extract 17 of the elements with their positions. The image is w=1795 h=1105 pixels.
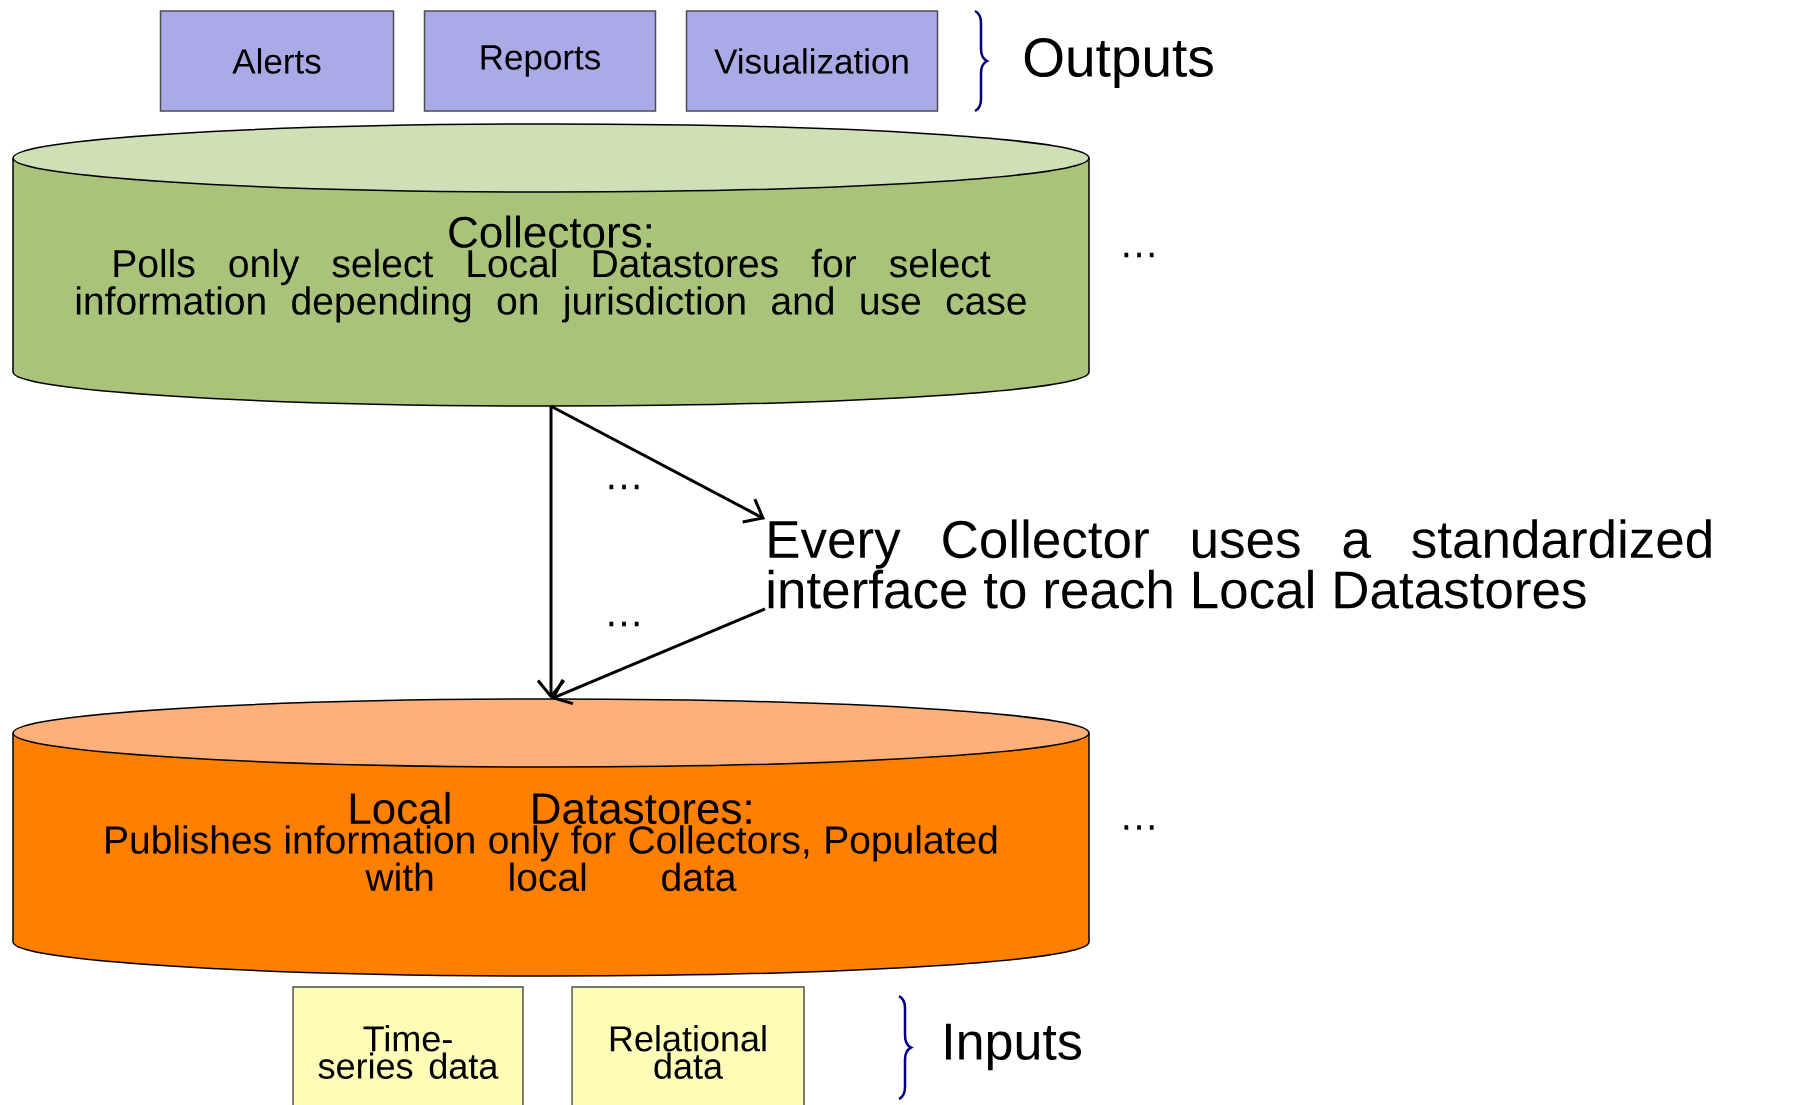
arrow [551,607,766,706]
ellipsis: … [609,621,639,627]
box: Relational data [571,986,805,1105]
box: Visualization [685,10,939,112]
arrow [536,406,566,699]
ellipsis: … [1124,252,1154,258]
box: Time-series data [292,986,524,1105]
arrow [550,404,765,524]
note-text: Every Collector uses a standardized interface to reach Local Datastores [768,519,1711,609]
ellipsis: … [1124,825,1154,830]
ellipsis: … [609,484,639,490]
cylinder: Local Datastores: Publishes information only for Collectors, Populated with local data [12,698,1090,977]
box: Reports [423,10,657,112]
inputs-label: Inputs [946,1023,1081,1071]
outputs-label: Outputs [1024,38,1213,88]
cylinder: Collectors: Polls only select Local Datastores for select information depending on jurisdiction and use case [12,123,1090,407]
box: Alerts [159,10,395,112]
